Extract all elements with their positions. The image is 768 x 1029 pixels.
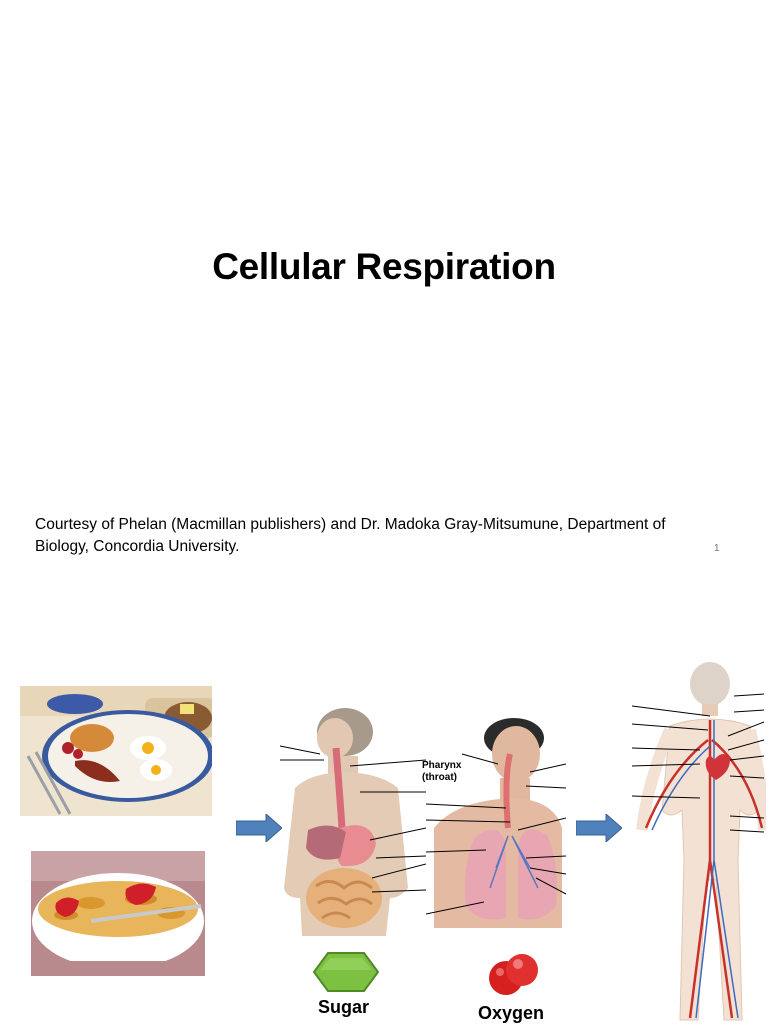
diagram-slide: Pharynx (throat) [0,600,768,1024]
title-slide: Cellular Respiration Courtesy of Phelan … [35,246,755,558]
courtesy-text: Courtesy of Phelan (Macmillan publishers… [35,514,755,558]
courtesy-line-2: Biology, Concordia University. [35,538,240,555]
digestive-system-figure [279,708,427,936]
pharynx-label-line-1: Pharynx [422,760,462,771]
oxygen-molecule-icon [484,952,544,1001]
oxygen-label: Oxygen [478,1003,545,1023]
sugar-label: Sugar [318,997,370,1017]
cereal-photo [31,851,205,976]
pharynx-label-line-2: (throat) [422,772,457,783]
pharynx-label: Pharynx (throat) [422,760,461,784]
arrow-right-icon [575,812,623,847]
arrow-right-icon [235,812,283,847]
courtesy-line-1: Courtesy of Phelan (Macmillan publishers… [35,516,666,533]
sugar-hexagon-icon [312,950,380,999]
circulatory-system-figure [630,660,768,1024]
slide-title: Cellular Respiration [212,246,556,287]
respiratory-system-figure [425,718,567,928]
breakfast-photo [20,686,212,816]
page-number: 1 [714,543,720,554]
